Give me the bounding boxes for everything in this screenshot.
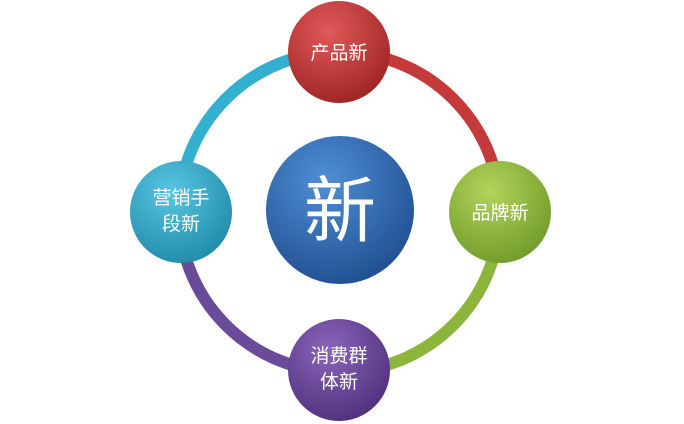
node-right-label: 品牌新	[471, 202, 528, 224]
node-bottom: 消费群 体新	[288, 319, 390, 421]
node-bottom-label-line-2: 体新	[320, 371, 358, 393]
node-top: 产品新	[288, 1, 390, 103]
node-bottom-circle	[288, 319, 390, 421]
node-left: 营销手 段新	[130, 161, 232, 263]
node-right-circle	[449, 161, 551, 263]
node-bottom-label-line-1: 消费群	[310, 345, 367, 367]
node-left-circle	[130, 161, 232, 263]
node-right: 品牌新	[449, 161, 551, 263]
center-label: 新	[304, 169, 376, 253]
node-left-label-line-2: 段新	[162, 213, 200, 235]
center-node: 新	[266, 136, 414, 284]
node-left-label-line-1: 营销手	[152, 187, 209, 209]
node-top-circle	[288, 1, 390, 103]
center-circle	[266, 136, 414, 284]
node-top-label: 产品新	[310, 42, 367, 64]
